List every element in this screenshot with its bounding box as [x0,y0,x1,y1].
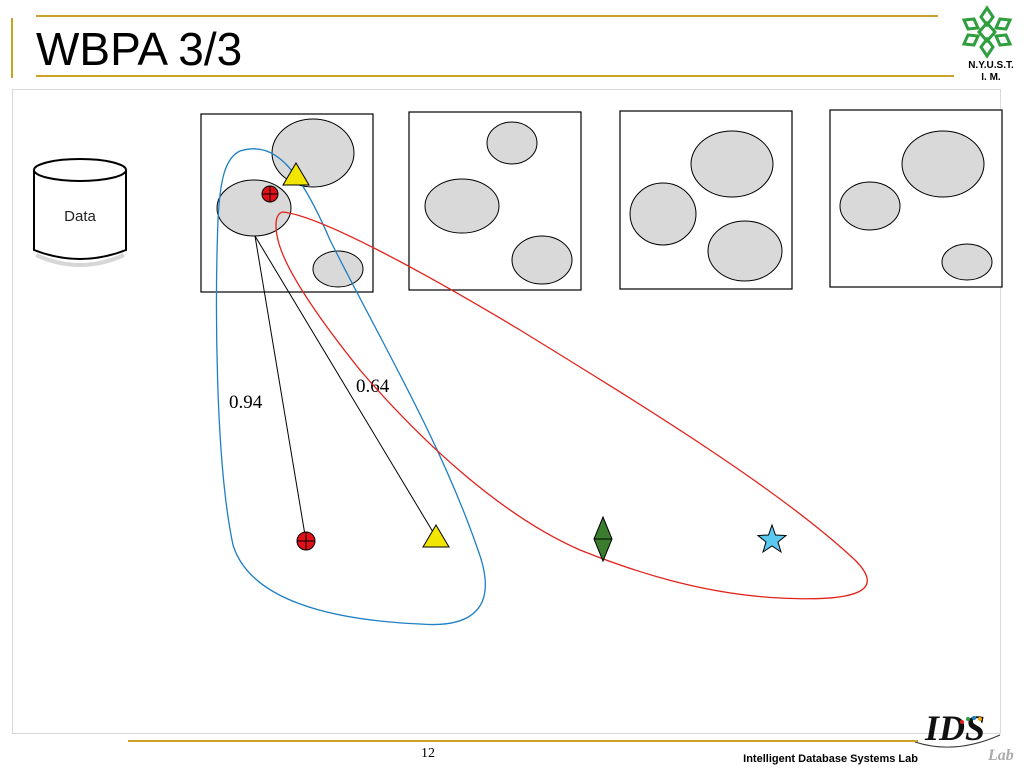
content-frame [12,89,1001,734]
logo-line-1: N.Y.U.S.T. [968,60,1014,71]
edge-line-1 [254,235,307,542]
red-cluster-loop [275,211,868,600]
title-underline [36,75,954,77]
yellow-triangle-marker-top [282,162,310,186]
ids-logo-sub: Lab [987,747,1014,764]
slide-title: WBPA 3/3 [36,23,243,75]
clustering-panel-2 [408,111,582,291]
edge-weight-label-1: 0.94 [229,392,263,413]
blue-cluster-loop [215,148,486,626]
edge-line-2 [254,235,437,538]
data-store-label: Data [64,208,96,225]
footer-lab-name: Intelligent Database Systems Lab [743,753,918,765]
logo-line-2: I. M. [981,72,1001,83]
data-store-cylinder: Data [33,158,127,267]
clustering-panel-3 [619,110,793,290]
red-cross-marker-bottom [296,531,316,551]
yellow-triangle-marker-bottom [422,524,450,548]
ids-lab-logo-icon: IDS Lab [914,708,1014,764]
left-rule [11,18,13,78]
blue-star-marker [756,523,788,554]
clustering-panel-4 [829,109,1003,288]
red-cross-marker-top [261,185,279,203]
green-diamond-marker [593,515,613,563]
logo-caption: N.Y.U.S.T. I. M. [952,60,1024,84]
snowflake-emblem-icon [961,5,1013,59]
ids-logo-letters: IDS [924,708,985,748]
page-number: 12 [421,746,435,761]
top-rule [36,15,938,17]
edge-weight-label-2: 0.64 [356,376,390,397]
clustering-panel-1 [200,113,374,293]
bottom-rule [128,740,918,742]
